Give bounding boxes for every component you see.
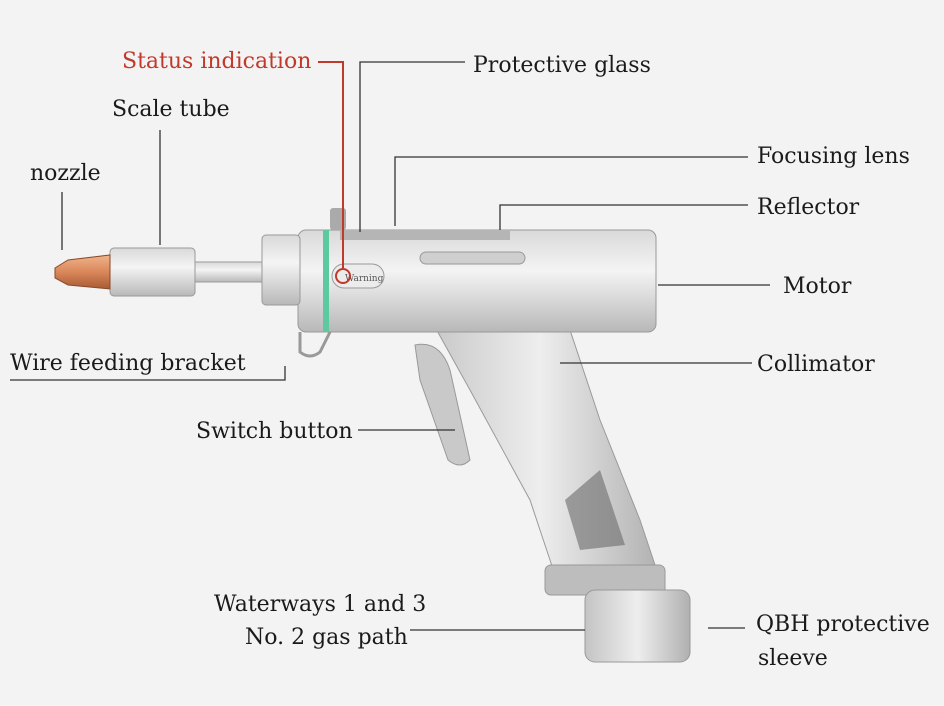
- handle-slot: [565, 470, 625, 550]
- label-scale-tube: Scale tube: [112, 97, 230, 122]
- label-protective-glass: Protective glass: [473, 53, 651, 78]
- label-motor: Motor: [783, 274, 852, 299]
- switch-button-shape: [414, 343, 471, 466]
- body-slot: [419, 251, 526, 265]
- label-qbh-line2: sleeve: [758, 646, 828, 671]
- label-switch-button: Switch button: [196, 419, 353, 444]
- label-collimator: Collimator: [757, 352, 875, 377]
- leader-lines: [10, 61, 770, 631]
- label-waterways: Waterways 1 and 3: [214, 592, 426, 617]
- nozzle-shape: [54, 254, 111, 290]
- warning-label: Warning: [345, 274, 384, 284]
- label-wire-feeding-bracket: Wire feeding bracket: [10, 351, 246, 376]
- label-qbh-line1: QBH protective: [756, 612, 930, 637]
- green-ring: [323, 230, 329, 332]
- label-gas-path: No. 2 gas path: [245, 625, 408, 650]
- rod: [194, 261, 263, 283]
- label-reflector: Reflector: [757, 195, 860, 220]
- label-nozzle: nozzle: [30, 161, 101, 186]
- label-focusing-lens: Focusing lens: [757, 144, 910, 169]
- nut: [261, 234, 301, 306]
- wire-bracket: [298, 331, 332, 358]
- scale-tube-shape: [109, 247, 196, 297]
- qbh-sleeve: [584, 589, 691, 663]
- top-rail: [340, 230, 510, 240]
- label-status-indication: Status indication: [122, 49, 311, 74]
